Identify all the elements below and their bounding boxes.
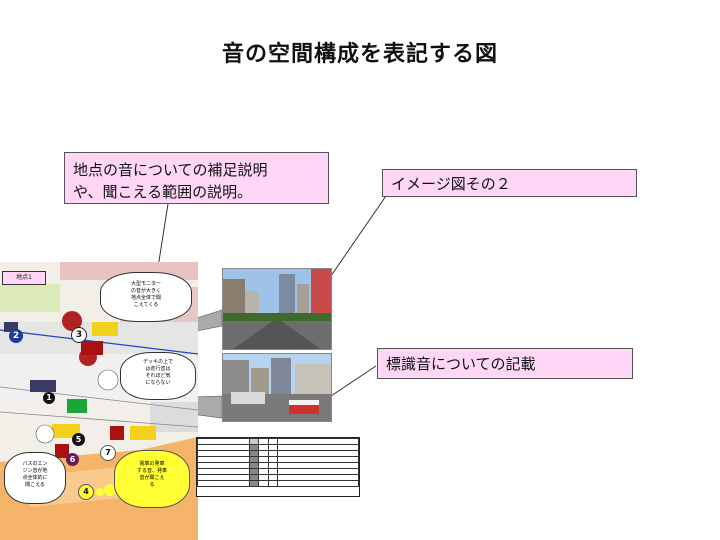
map-marker-2: 2 [9,329,23,343]
street-photo-upper [222,268,332,350]
sound-bubble-deck-text: デッキの上で は走行音は それほど気 にならない [142,359,173,386]
map-marker-1: 1 [43,392,55,404]
page-title: 音の空間構成を表記する図 [221,42,498,67]
sound-bubble-bus-text: バスのエン ジン音が地 点全体的に 聞こえる [22,461,48,488]
street-photo-upper-graphic [223,269,331,349]
sound-bubble-bus: バスのエン ジン音が地 点全体的に 聞こえる [4,452,66,504]
supplement-callout: 地点の音についての補足説明 や、聞こえる範囲の説明。 [64,152,329,204]
street-photo-lower [222,353,332,422]
image-two-callout-text: イメージ図その２ [391,175,511,193]
street-photo-lower-graphic [223,354,331,421]
map-marker-7: 7 [100,445,116,461]
sound-legend-table [196,437,360,497]
sound-bubble-monitor-text: 大型モニター の音が大きく 地点全体で聞 こえてくる [130,281,161,308]
legend-grid [197,438,359,487]
sound-bubble-train-text: 電車の発車 する音、発車 音が聞こえ る [136,461,167,488]
sound-bubble-train: 電車の発車 する音、発車 音が聞こえ る [114,450,190,508]
map-marker-3: 3 [71,327,87,343]
map-point-label: 地点1 [2,271,46,285]
sound-bubble-monitor: 大型モニター の音が大きく 地点全体で聞 こえてくる [100,272,192,322]
station-area-map: 地点1 2 3 1 5 6 7 4 大型モニター の音が大きく 地点全体で聞 こ… [0,262,198,540]
sound-bubble-deck: デッキの上で は走行音は それほど気 にならない [120,352,196,400]
map-marker-6: 6 [66,453,79,466]
image-two-callout: イメージ図その２ [382,169,637,197]
map-marker-5: 5 [72,433,85,446]
map-marker-4: 4 [78,484,94,500]
sign-sound-callout: 標識音についての記載 [377,348,633,379]
sign-sound-callout-text: 標識音についての記載 [386,355,536,373]
supplement-callout-text: 地点の音についての補足説明 や、聞こえる範囲の説明。 [73,161,268,201]
